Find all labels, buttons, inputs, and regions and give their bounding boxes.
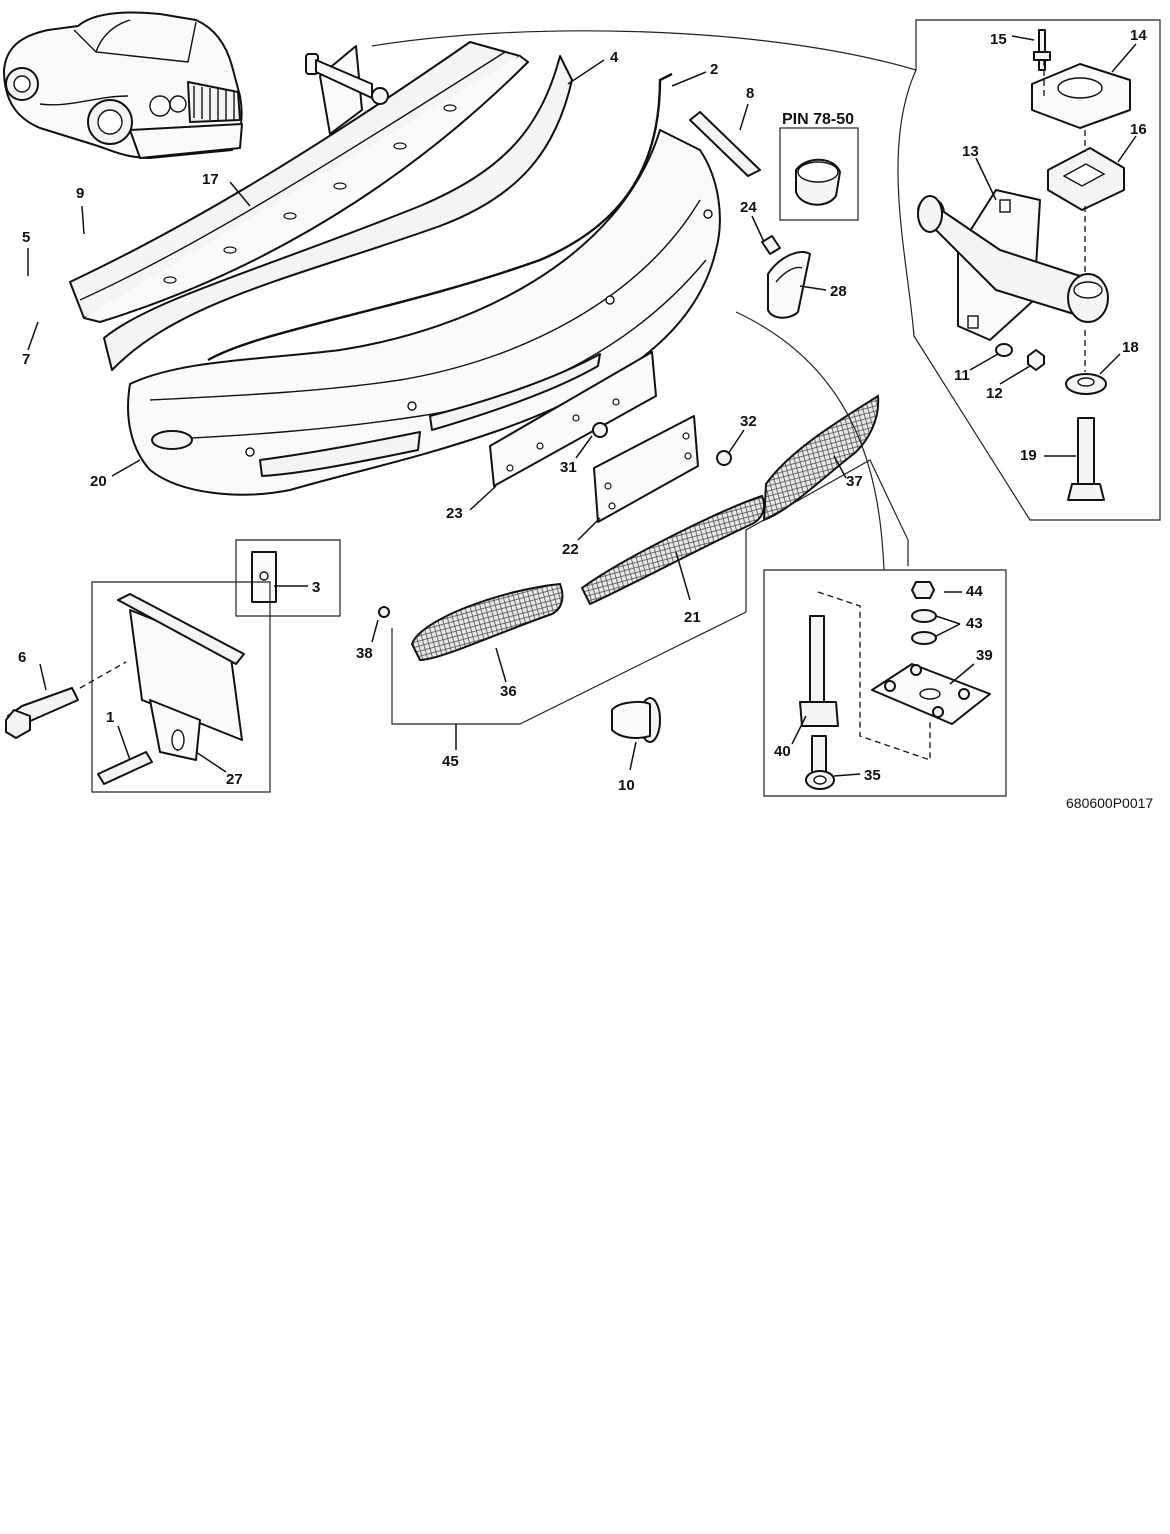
lower-grilles	[410, 394, 880, 662]
callout-24: 24	[740, 199, 757, 216]
callout-37: 37	[846, 473, 863, 490]
callout-28: 28	[830, 283, 847, 300]
callout-15: 15	[990, 31, 1007, 48]
callout-21: 21	[684, 609, 701, 626]
callout-10: 10	[618, 777, 635, 794]
callout-18: 18	[1122, 339, 1139, 356]
callout-labels: 17 4 2 8 PIN 78-50 9 5 7 24 28 20 23 22 …	[18, 27, 1153, 811]
callout-11: 11	[954, 367, 970, 384]
pin-inset	[779, 127, 859, 221]
callout-36: 36	[500, 683, 517, 700]
license-plate-brackets	[489, 351, 732, 523]
reinforcement-beam	[69, 41, 529, 323]
pin-label: PIN 78-50	[782, 111, 854, 128]
tow-hook-inset	[763, 569, 1007, 797]
callout-2: 2	[710, 61, 718, 78]
energy-absorber	[103, 55, 573, 371]
drawing-reference-code: 680600P0017	[1066, 795, 1153, 811]
callout-6: 6	[18, 649, 26, 666]
callout-31: 31	[560, 459, 577, 476]
callout-9: 9	[76, 185, 84, 202]
callout-8: 8	[746, 85, 754, 102]
callout-16: 16	[1130, 121, 1147, 138]
callout-14: 14	[1130, 27, 1147, 44]
front-bumper-cover	[127, 129, 721, 496]
callout-43: 43	[966, 615, 983, 632]
callout-3: 3	[312, 579, 320, 596]
callout-22: 22	[562, 541, 579, 558]
grille-callout-arc	[735, 311, 885, 571]
clip-inset	[235, 539, 341, 617]
callout-19: 19	[1020, 447, 1037, 464]
upper-right-inset-frame	[371, 19, 1161, 521]
callout-44: 44	[966, 583, 983, 600]
callout-32: 32	[740, 413, 757, 430]
callout-1: 1	[106, 709, 114, 726]
tow-eye-cover	[761, 235, 811, 319]
leader-lines	[27, 35, 1137, 777]
callout-17: 17	[202, 171, 219, 188]
bracket-8	[689, 111, 761, 177]
callout-38: 38	[356, 645, 373, 662]
vehicle-thumbnail	[3, 11, 243, 159]
callout-7: 7	[22, 351, 30, 368]
callout-27: 27	[226, 771, 243, 788]
lower-left-bracket-inset	[5, 581, 271, 793]
seal-strip	[207, 72, 673, 362]
side-mount-assembly	[917, 29, 1131, 501]
callout-35: 35	[864, 767, 881, 784]
callout-4: 4	[610, 49, 619, 66]
mounting-bracket-top	[305, 45, 389, 135]
callout-13: 13	[962, 143, 979, 160]
grille-group-frame	[391, 459, 909, 725]
callout-39: 39	[976, 647, 993, 664]
sensor-and-clip	[378, 606, 661, 743]
callout-40: 40	[774, 743, 791, 760]
callout-23: 23	[446, 505, 463, 522]
callout-45: 45	[442, 753, 459, 770]
callout-5: 5	[22, 229, 30, 246]
callout-12: 12	[986, 385, 1003, 402]
callout-20: 20	[90, 473, 107, 490]
